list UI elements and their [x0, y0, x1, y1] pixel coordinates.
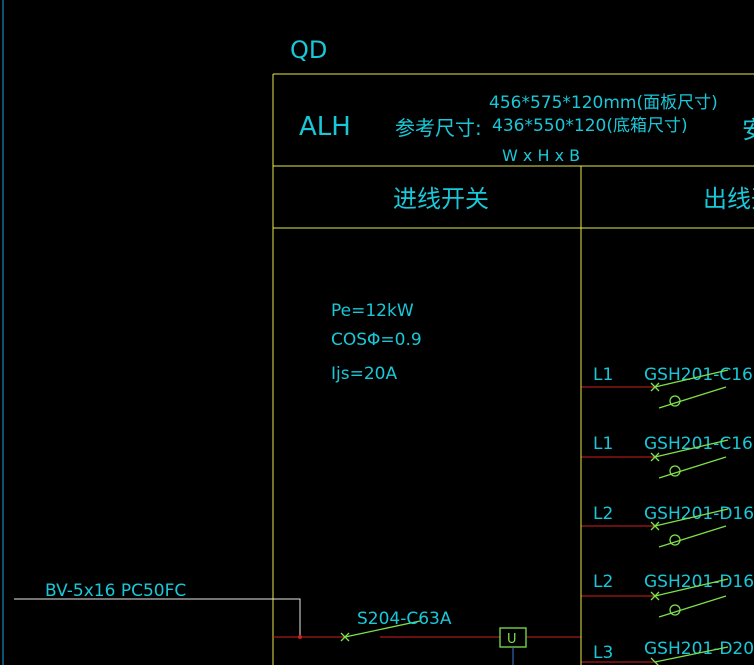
dimension-label: W x H x B: [502, 146, 580, 165]
board-tag: QD: [290, 36, 327, 64]
outgoing-circuit-3: L2 GSH201-D16: [581, 504, 754, 548]
breaker-symbol: [650, 508, 729, 548]
circuit-phase: L3: [593, 643, 613, 663]
circuit-phase: L1: [593, 365, 613, 385]
install-label-partial: 安: [742, 116, 754, 144]
incoming-switch-header: 进线开关: [393, 185, 489, 213]
main-breaker-label: S204-C63A: [357, 609, 452, 629]
panel-size-text: 456*575*120mm(面板尺寸): [489, 93, 718, 113]
rated-power: Pe=12kW: [331, 301, 414, 321]
circuit-breaker-label: GSH201-D16: [644, 572, 754, 592]
circuit-phase: L2: [593, 504, 613, 524]
circuit-breaker-label: GSH201-C16: [644, 365, 753, 385]
breaker-symbol: [650, 578, 729, 618]
feeder-cable-label: BV-5x16 PC50FC: [45, 581, 186, 601]
circuit-breaker-label: GSH201-C16: [644, 434, 753, 454]
meter-symbol: U: [507, 632, 517, 647]
circuit-breaker-label: GSH201-D20: [644, 639, 754, 659]
calculated-current: Ijs=20A: [331, 364, 397, 384]
ref-size-label: 参考尺寸:: [395, 116, 482, 140]
circuit-phase: L2: [593, 572, 613, 592]
outgoing-circuit-1: L1 GSH201-C16: [581, 365, 753, 409]
breaker-symbol: [650, 369, 729, 409]
circuit-breaker-label: GSH201-D16: [644, 504, 754, 524]
main-breaker-symbol: [340, 620, 421, 642]
outgoing-circuit-5: L3 GSH201-D20: [581, 639, 754, 665]
outgoing-circuit-4: L2 GSH201-D16: [581, 572, 754, 618]
box-size-text: 436*550*120(底箱尺寸): [492, 116, 688, 136]
circuit-phase: L1: [593, 434, 613, 454]
feeder-cable-line: [14, 598, 301, 637]
model-code: ALH: [299, 112, 351, 142]
power-factor: COSΦ=0.9: [331, 330, 422, 350]
breaker-symbol: [650, 439, 729, 479]
outgoing-circuit-2: L1 GSH201-C16: [581, 434, 753, 479]
outgoing-switch-header: 出线开: [703, 185, 754, 213]
